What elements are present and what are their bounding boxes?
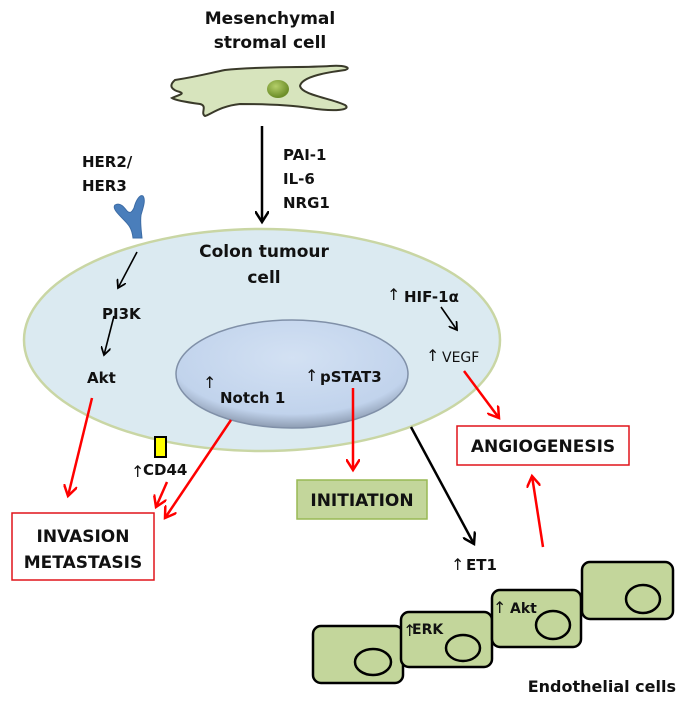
- angiogenesis-label: ANGIOGENESIS: [471, 437, 615, 457]
- vegf-label: VEGF: [442, 350, 479, 366]
- et1-label: ET1: [466, 556, 497, 574]
- receptor-label-line2: HER3: [82, 177, 127, 195]
- angiogenesis-box: ANGIOGENESIS: [456, 425, 630, 466]
- cd44-up-arrow: ↑: [131, 462, 144, 481]
- notch-up-arrow: ↑: [203, 373, 216, 392]
- endothelial-to-angiogenesis-arrow: [532, 476, 545, 548]
- invasion-label: INVASION: [37, 527, 130, 547]
- receptor-to-pi3k-arrow: [118, 251, 138, 288]
- nucleus: [175, 319, 409, 429]
- endothelial-cell-1: [311, 624, 405, 685]
- her-receptor-icon: [113, 195, 145, 239]
- factor-il6: IL-6: [283, 170, 315, 188]
- akt-label: Akt: [87, 369, 116, 387]
- msc-cell-body: [170, 64, 349, 118]
- vegf-to-angiogenesis-arrow: [462, 370, 499, 418]
- endothelial-cell-4: [580, 560, 675, 621]
- endothelial-cell-2: [399, 610, 494, 669]
- initiation-label: INITIATION: [310, 491, 413, 511]
- vegf-up-arrow: ↑: [426, 346, 439, 365]
- receptor-label-line1: HER2/: [82, 153, 133, 171]
- hif-to-vegf-arrow: [440, 306, 457, 330]
- tumour-to-et1-arrow: [409, 426, 474, 544]
- msc-title-line1: Mesenchymal: [205, 9, 335, 29]
- et1-up-arrow: ↑: [451, 555, 464, 574]
- endothelial-akt-label: Akt: [510, 601, 537, 617]
- cd44-marker: [154, 436, 167, 458]
- hif-label: HIF-1α: [404, 288, 459, 306]
- notch-label: Notch 1: [220, 389, 285, 407]
- msc-nucleus: [267, 80, 289, 98]
- cd44-to-invasion-arrow: [156, 481, 169, 507]
- endothelial-akt-up-arrow: ↑: [493, 598, 506, 617]
- pstat3-label: pSTAT3: [320, 368, 382, 386]
- initiation-box: INITIATION: [296, 479, 428, 520]
- cd44-label: CD44: [143, 461, 187, 479]
- msc-title-line2: stromal cell: [214, 33, 327, 53]
- pstat3-up-arrow: ↑: [305, 366, 318, 385]
- tumour-cell-title-line2: cell: [247, 268, 280, 288]
- endothelial-cells-label: Endothelial cells: [528, 677, 676, 696]
- factor-pai1: PAI-1: [283, 146, 326, 164]
- notch-to-invasion-arrow: [165, 419, 233, 518]
- invasion-metastasis-box: INVASION METASTASIS: [11, 512, 155, 581]
- pi3k-label: PI3K: [102, 305, 142, 323]
- erk-label: ERK: [412, 622, 444, 638]
- metastasis-label: METASTASIS: [24, 553, 142, 573]
- akt-to-invasion-arrow: [68, 397, 94, 496]
- pi3k-to-akt-arrow: [104, 315, 115, 355]
- hif-up-arrow: ↑: [387, 285, 400, 304]
- tumour-cell-title-line1: Colon tumour: [199, 242, 329, 262]
- endothelial-cell-3: [490, 588, 583, 649]
- factor-nrg1: NRG1: [283, 194, 330, 212]
- erk-up-arrow: ↑: [403, 621, 416, 640]
